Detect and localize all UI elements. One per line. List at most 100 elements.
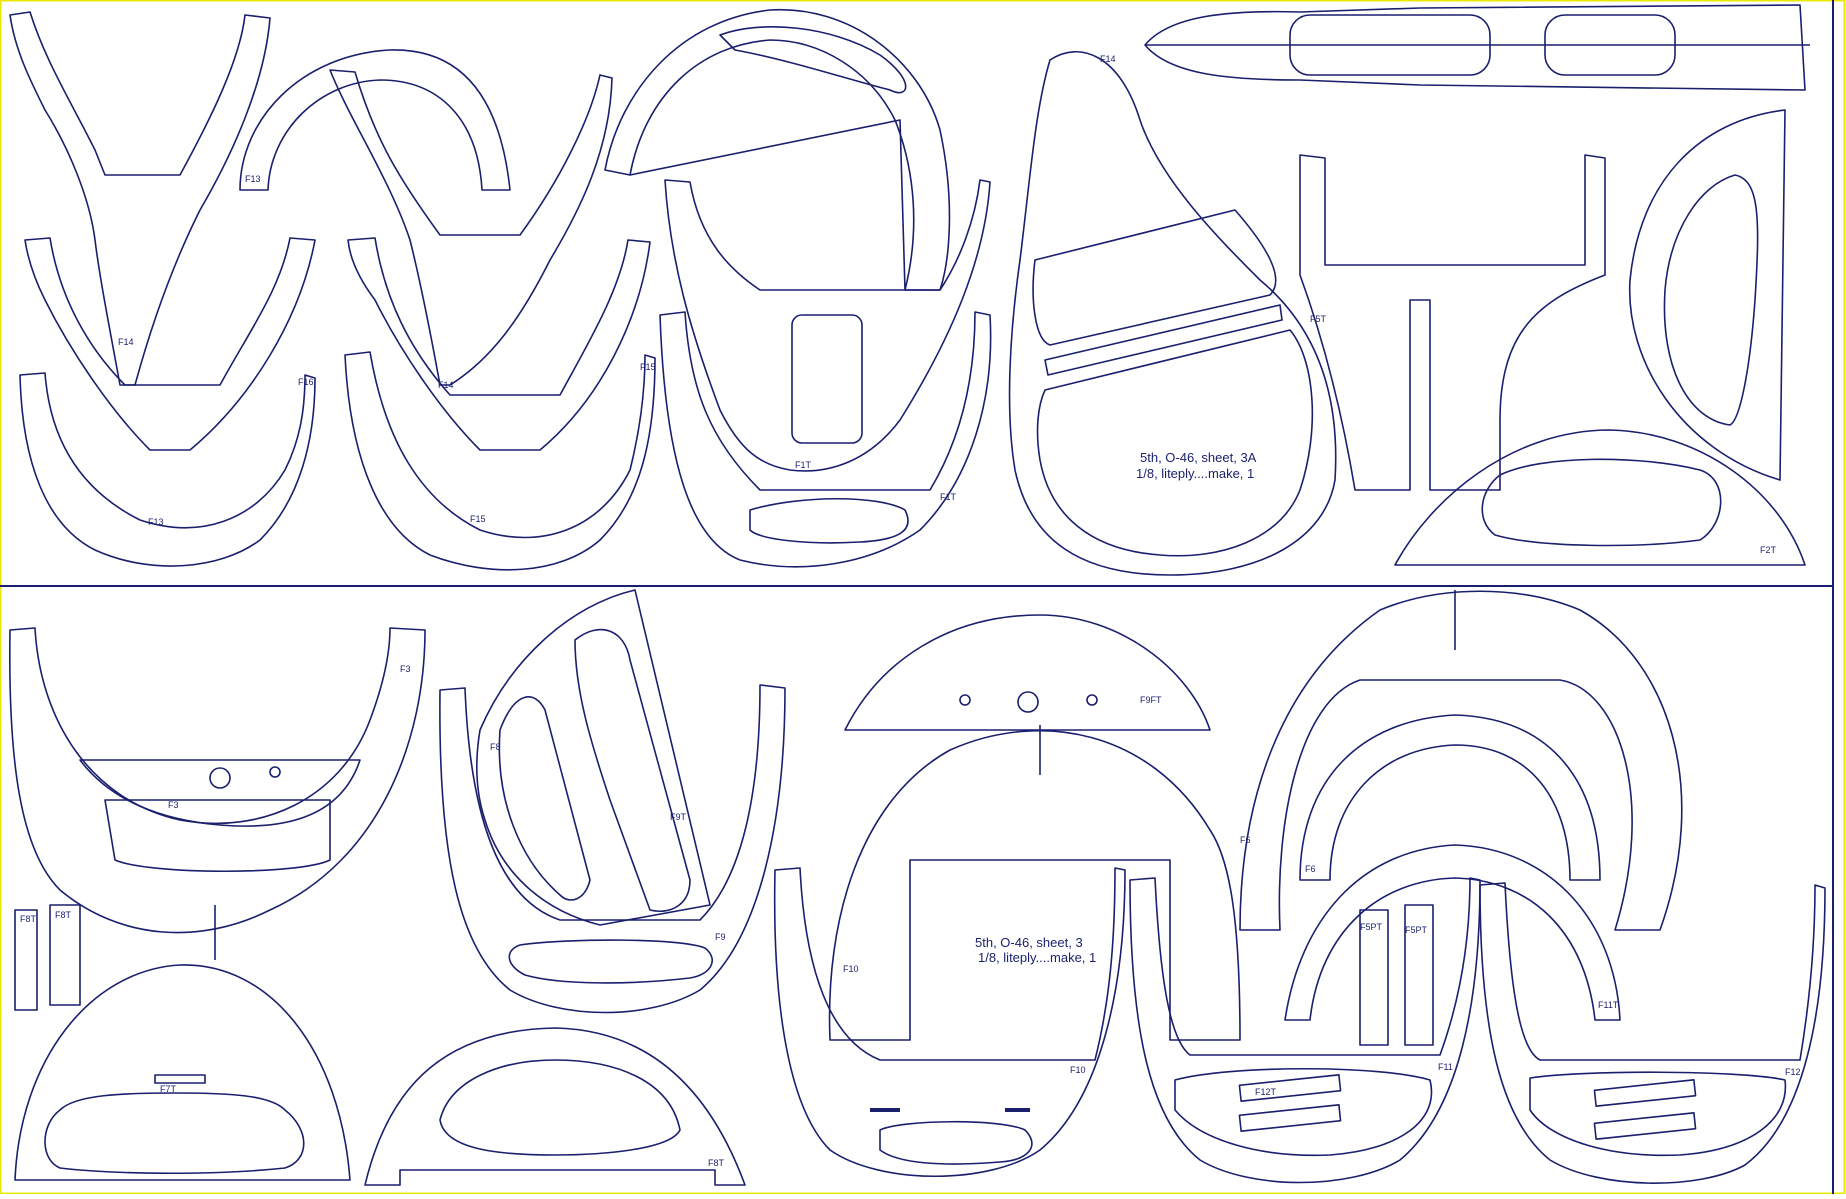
label-f1t-b: F1T <box>795 460 812 470</box>
part-fuselage-window-a <box>1289 14 1491 76</box>
part-f3-hole-small <box>269 766 281 778</box>
part-f15-outer-window <box>719 26 907 94</box>
part-f1t-slot <box>1044 304 1283 376</box>
part-f9-window <box>508 939 713 984</box>
part-f12-tab-b <box>1593 1112 1697 1140</box>
part-f8t-arch <box>364 1027 746 1186</box>
part-f5t-window <box>1663 174 1759 426</box>
part-strip-a <box>14 909 38 1011</box>
part-f9 <box>439 684 786 1014</box>
part-f9ft-hole-b <box>1017 691 1039 713</box>
part-arc-former <box>239 49 511 191</box>
part-f2t-window <box>1481 458 1722 547</box>
label-f12: F12 <box>1785 1067 1801 1077</box>
part-f11-window <box>1174 1067 1433 1157</box>
part-strip-b <box>49 904 81 1006</box>
label-f5t: F5T <box>1310 314 1327 324</box>
part-f9t <box>475 589 711 926</box>
part-f14-inner <box>347 237 651 451</box>
part-fuselage-stick <box>1144 4 1806 91</box>
part-f11-tab-a <box>1238 1074 1342 1102</box>
part-f1t-window-lower <box>1036 329 1314 557</box>
label-f14-right: F14 <box>1100 54 1116 64</box>
part-f9ft <box>844 614 1211 731</box>
part-f5pt-strip-a <box>1359 909 1389 1046</box>
part-f12 <box>1479 882 1826 1184</box>
part-f13 <box>344 351 656 571</box>
part-f8t <box>14 964 351 1181</box>
sheet-3-parts: 5th, O-46, sheet, 3 1/8, liteply....make… <box>8 589 1826 1186</box>
label-f6: F6 <box>1305 864 1316 874</box>
part-f16-inner <box>24 237 316 451</box>
label-f13: F13 <box>148 517 164 527</box>
part-f15-window <box>791 314 863 444</box>
part-f3-plate <box>79 759 361 827</box>
part-f10-inner <box>828 729 1241 1041</box>
label-f11: F11 <box>1438 1062 1453 1072</box>
part-f3-hole-large <box>209 767 231 789</box>
part-f8t-window <box>44 1092 305 1175</box>
sheet-3-note-line2: 1/8, liteply....make, 1 <box>978 950 1096 965</box>
label-f9t: F9T <box>670 812 687 822</box>
part-f15-bottom-window <box>749 498 909 544</box>
label-f2t: F2T <box>1760 545 1777 555</box>
label-f15: F15 <box>470 514 486 524</box>
part-f11t <box>1284 844 1621 1021</box>
part-f16 <box>19 372 316 567</box>
label-f9: F9 <box>715 932 726 942</box>
label-f9ft: F9FT <box>1140 695 1162 705</box>
label-strip-a: F8T <box>20 914 37 924</box>
label-f14: F14 <box>438 380 454 390</box>
label-f10: F10 <box>1070 1065 1086 1075</box>
part-f6 <box>1299 714 1601 881</box>
part-f9ft-hole-a <box>959 694 971 706</box>
part-f8t-arch-window <box>439 1059 681 1156</box>
part-v-former-middle <box>329 69 613 386</box>
label-strip-b: F8T <box>55 910 72 920</box>
label-f8t: F8T <box>708 1158 725 1168</box>
label-f6-left: F6 <box>1240 835 1251 845</box>
label-f7t: F7T <box>160 1084 177 1094</box>
label-f5pt-b: F5PT <box>1405 925 1428 935</box>
part-f5pt-strip-b <box>1404 904 1434 1046</box>
part-f8t-slot <box>154 1074 206 1084</box>
part-f5t <box>1628 109 1786 481</box>
part-f10-window <box>879 1120 1033 1165</box>
part-f1t-window-upper <box>1032 209 1277 346</box>
part-f2t <box>1394 429 1806 566</box>
part-f12-tab-a <box>1593 1079 1697 1107</box>
part-y-former <box>1299 154 1606 491</box>
label-f16: F16 <box>298 377 314 387</box>
sheet-3a-note-line2: 1/8, liteply....make, 1 <box>1136 466 1254 481</box>
label-f1t: F1T <box>940 492 957 502</box>
label-f15-top: F15 <box>640 362 656 372</box>
part-f15-outer-crossbar <box>629 119 906 291</box>
part-f11-tab-b <box>1238 1104 1342 1132</box>
label-f12t: F12T <box>1255 1087 1277 1097</box>
label-f3: F3 <box>400 664 411 674</box>
part-f15-middle <box>664 179 991 472</box>
part-f6t <box>1239 590 1683 931</box>
label-f11t: F11T <box>1598 1000 1619 1010</box>
label-f13-top: F13 <box>245 174 261 184</box>
label-f14-top: F14 <box>118 337 134 347</box>
part-f1t <box>1008 51 1337 576</box>
label-f8: F8 <box>490 742 501 752</box>
part-f3-box <box>104 799 331 872</box>
label-f5pt: F5PT <box>1360 922 1383 932</box>
part-f11 <box>1129 877 1481 1184</box>
part-f9t-window-a <box>498 696 591 901</box>
part-f15-bottom <box>659 311 992 568</box>
part-f10 <box>773 867 1126 1178</box>
part-f12-window <box>1529 1071 1787 1157</box>
sheet-3-note-line1: 5th, O-46, sheet, 3 <box>975 935 1083 950</box>
part-v-former-left <box>9 11 271 386</box>
sheet-3a-note-line1: 5th, O-46, sheet, 3A <box>1140 450 1257 465</box>
part-f9t-window-b <box>574 628 691 912</box>
part-f9ft-hole-c <box>1086 694 1098 706</box>
label-f3-inner: F3 <box>168 800 179 810</box>
label-f10-inner: F10 <box>843 964 859 974</box>
